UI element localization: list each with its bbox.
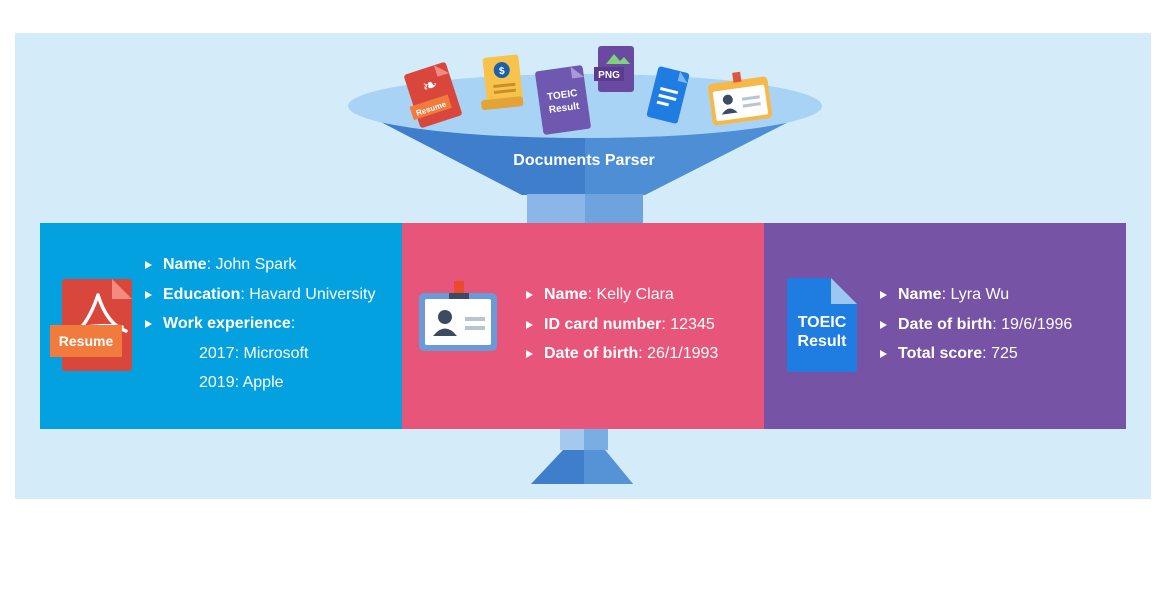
text-document-icon xyxy=(646,66,690,124)
svg-text:PNG: PNG xyxy=(598,70,620,81)
resume-name-field: Name: John Spark xyxy=(145,250,376,280)
resume-icon-label: Resume xyxy=(59,333,114,349)
toeic-panel: TOEIC Result Name: Lyra Wu Date of birth… xyxy=(764,223,1126,429)
id-name-field: Name: Kelly Clara xyxy=(526,280,718,310)
resume-pdf-icon: ❧ Resume xyxy=(404,62,462,128)
resume-work-item: 2019: Apple xyxy=(199,374,284,391)
resume-icon: Resume xyxy=(50,279,132,371)
id-dob-field: Date of birth: 26/1/1993 xyxy=(526,339,718,369)
toeic-dob-field: Date of birth: 19/6/1996 xyxy=(880,310,1072,340)
id-card-panel: Name: Kelly Clara ID card number: 12345 … xyxy=(402,223,764,429)
id-card-fields: Name: Kelly Clara ID card number: 12345 … xyxy=(526,280,718,369)
resume-education-field: Education: Havard University xyxy=(145,280,376,310)
toeic-score-field: Total score: 725 xyxy=(880,339,1072,369)
resume-fields: Name: John Spark Education: Havard Unive… xyxy=(145,250,376,398)
svg-text:$: $ xyxy=(499,66,506,78)
resume-work-field: Work experience: xyxy=(145,309,376,339)
parser-title: Documents Parser xyxy=(513,152,655,169)
id-number-field: ID card number: 12345 xyxy=(526,310,718,340)
resume-panel: Resume Name: John Spark Education: Havar… xyxy=(40,223,402,429)
png-image-icon: PNG xyxy=(594,46,634,92)
toeic-icon-label-2: Result xyxy=(798,333,848,350)
id-card-small-icon xyxy=(708,71,773,126)
svg-text:❧: ❧ xyxy=(420,74,441,99)
toeic-name-field: Name: Lyra Wu xyxy=(880,280,1072,310)
svg-text:TOEIC: TOEIC xyxy=(547,88,579,103)
toeic-fields: Name: Lyra Wu Date of birth: 19/6/1996 T… xyxy=(880,280,1072,369)
id-card-icon xyxy=(419,281,497,351)
svg-text:Result: Result xyxy=(548,101,580,116)
receipt-icon: $ xyxy=(481,54,524,111)
toeic-result-icon: TOEIC Result xyxy=(787,278,857,372)
resume-work-item: 2017: Microsoft xyxy=(199,344,309,362)
toeic-icon-label-1: TOEIC xyxy=(798,314,847,331)
toeic-result-small-icon: TOEIC Result xyxy=(535,65,591,135)
